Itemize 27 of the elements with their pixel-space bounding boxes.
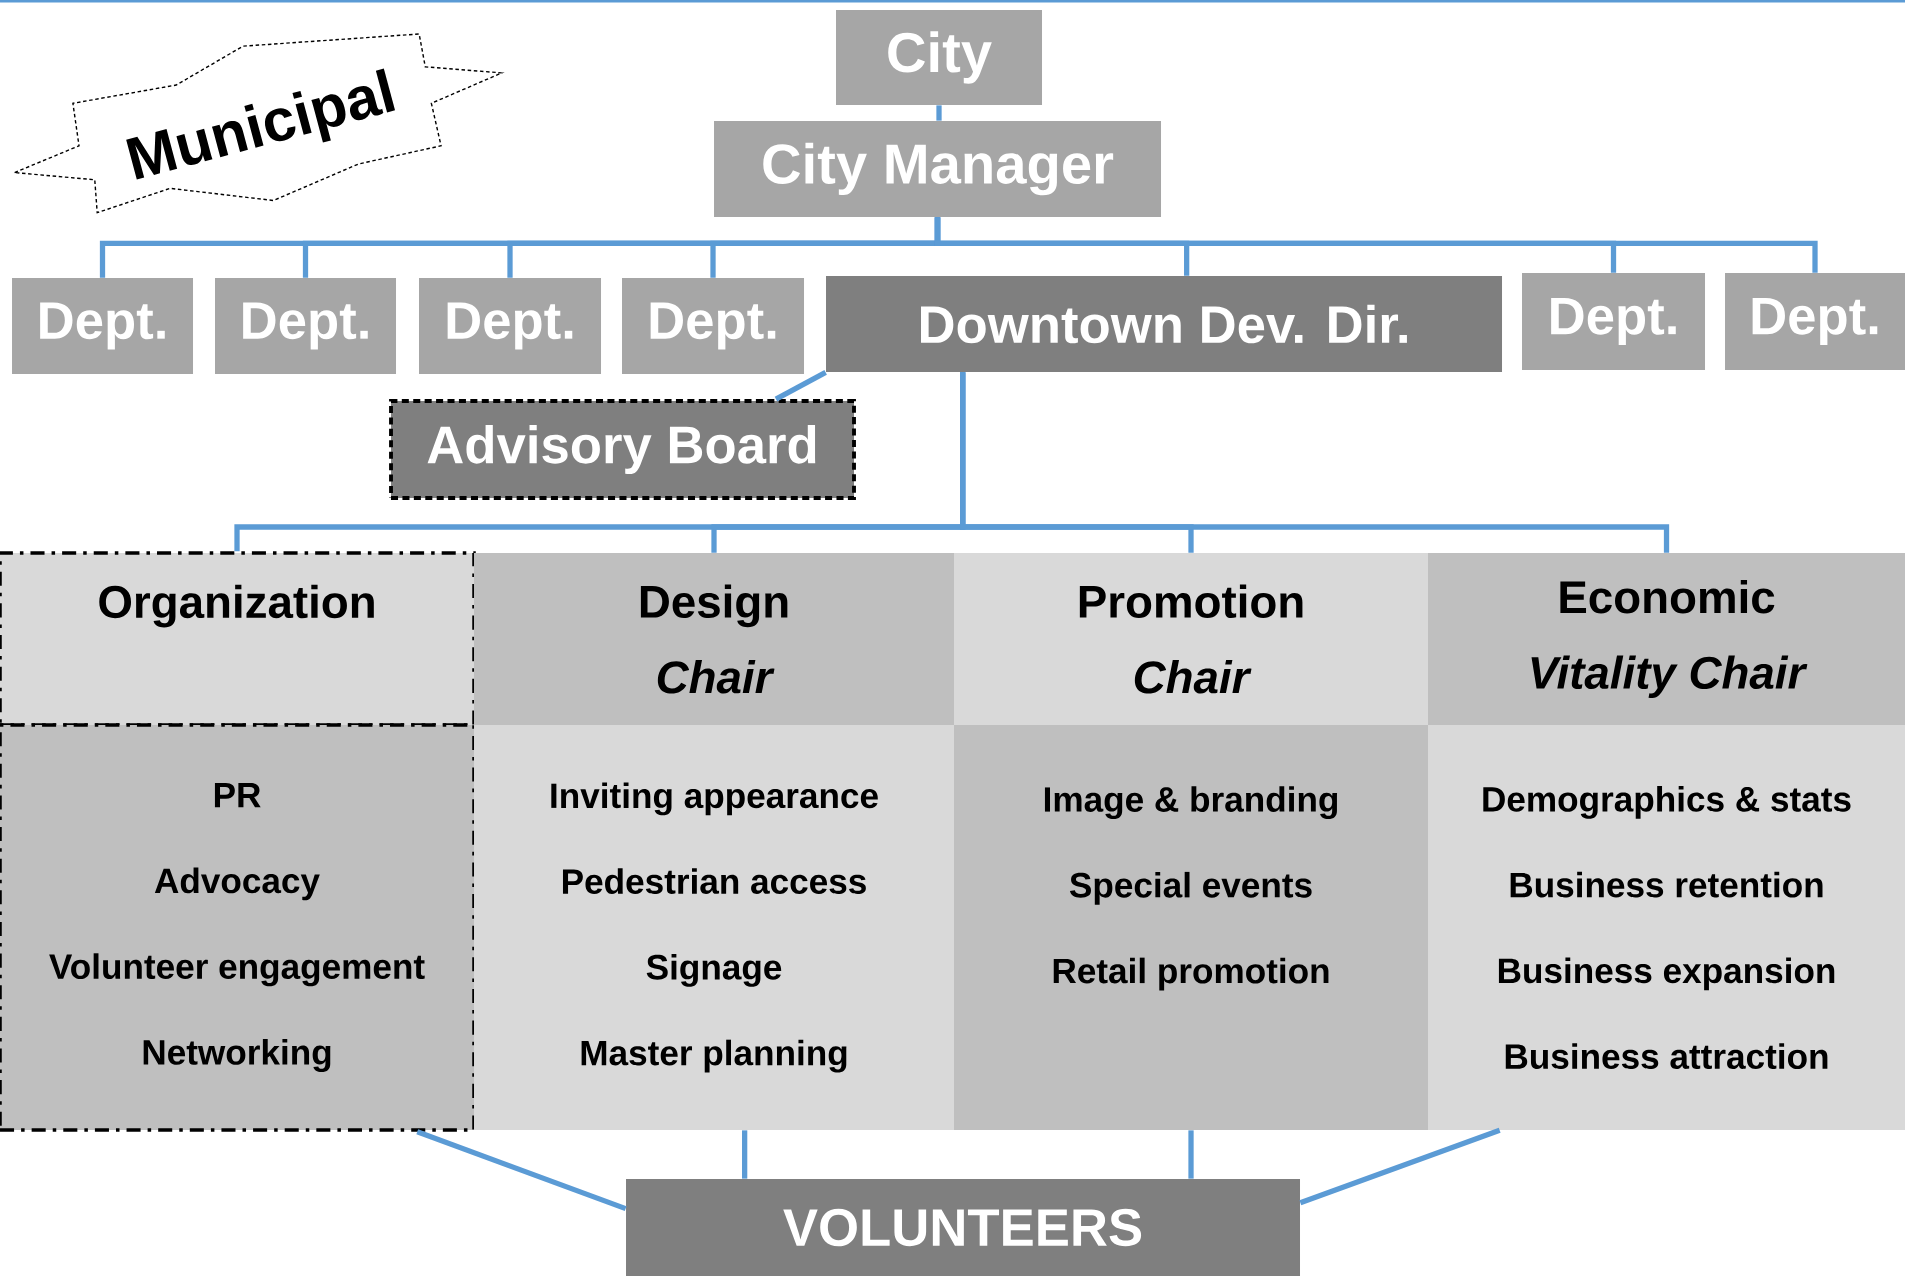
department-box: Dept. xyxy=(419,278,601,374)
org-box: City xyxy=(836,10,1042,105)
connector-line xyxy=(742,1130,748,1179)
committee-header: Design Chair xyxy=(474,553,954,725)
department-box: Dept. xyxy=(622,278,804,374)
volunteers-box: VOLUNTEERS xyxy=(626,1179,1300,1276)
advisory-box: Advisory Board xyxy=(389,399,856,500)
department-box: Dept. xyxy=(1725,273,1905,370)
committee-header: Organization xyxy=(0,551,476,727)
connector-line xyxy=(1299,1127,1501,1206)
director-box: Downtown Dev. Dir. xyxy=(826,276,1502,372)
department-box: Dept. xyxy=(215,278,396,374)
task-list-box: Demographics & stats Business retention Business expansion Business attraction xyxy=(1428,725,1905,1130)
connector-line xyxy=(934,217,1818,273)
department-box: Dept. xyxy=(1522,273,1705,370)
department-box: Dept. xyxy=(12,278,193,374)
task-list-box: PR Advocacy Volunteer engagement Networking xyxy=(0,723,476,1132)
connector-line xyxy=(1188,1130,1194,1179)
task-list-box: Inviting appearance Pedestrian access Signage Master planning xyxy=(474,725,954,1130)
task-list-box: Image & branding Special events Retail promotion xyxy=(954,725,1428,1130)
org-box: City Manager xyxy=(714,121,1161,217)
committee-header: Economic Vitality Chair xyxy=(1428,553,1905,725)
committee-header: Promotion Chair xyxy=(954,553,1428,725)
connector-line xyxy=(416,1129,627,1212)
connector-line xyxy=(774,370,827,402)
connector-line xyxy=(936,105,942,121)
connector-line xyxy=(960,372,1670,553)
